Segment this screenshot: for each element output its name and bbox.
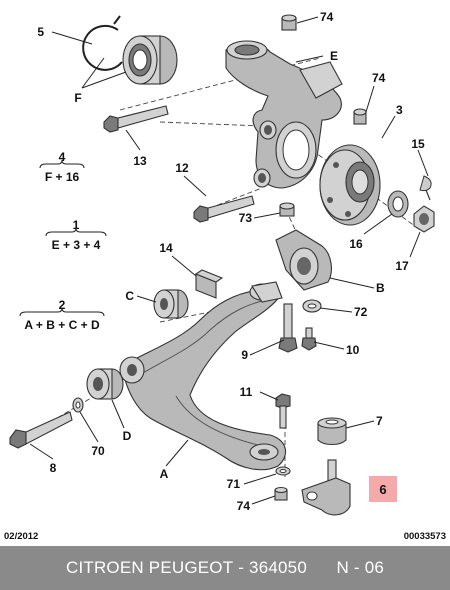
hub-nut-part [387,190,409,218]
exploded-parts-diagram: 5 F E 74 74 3 13 15 12 73 16 17 14 C B 7… [9,10,435,516]
axis-line [159,121,263,127]
group-formula: A + B + C + D [24,318,100,332]
group-2: 2 A + B + C + D [19,298,105,332]
label-10: 10 [346,343,360,357]
bolt-part [275,393,291,429]
front-bush-part [153,289,189,319]
label-D: D [123,429,132,443]
bolt-part [193,195,255,223]
leader-lines [29,16,429,505]
label-12: 12 [175,161,189,175]
group-formula: F + 16 [45,170,80,184]
footer-page: N - 06 [336,558,385,577]
steering-knuckle-part [225,40,343,189]
label-6: 6 [379,482,386,497]
label-71: 71 [227,477,241,491]
ball-joint-boot-part [317,417,347,446]
screw-part [301,327,317,351]
nut-part [279,202,295,217]
footer-bar: CITROEN PEUGEOT - 364050 N - 06 [0,546,450,590]
lower-wishbone-part [119,281,287,471]
label-7: 7 [376,414,383,428]
wishbone-bush-part [86,368,124,400]
label-15: 15 [411,137,425,151]
label-73: 73 [239,211,253,225]
label-8: 8 [50,461,57,475]
clip-part [194,269,224,299]
footer-brand: CITROEN PEUGEOT [65,558,234,577]
label-72: 72 [354,305,368,319]
group-4: 4 F + 16 [39,150,85,184]
footer-separator: - [233,558,250,577]
circlip-part [82,15,123,71]
label-70: 70 [91,444,105,458]
label-74-right: 74 [372,71,386,85]
label-5: 5 [37,25,44,39]
nut-part [274,486,288,501]
label-9: 9 [241,348,248,362]
washer-part [302,299,322,313]
castle-nut-part [413,205,435,233]
label-74-top: 74 [320,10,334,24]
document-code: 00033573 [403,531,446,542]
label-A: A [160,467,169,481]
label-F: F [74,91,81,105]
group-number: 2 [59,298,66,312]
group-1: 1 E + 3 + 4 [45,218,107,252]
rear-bush-part [275,229,332,291]
wheel-bearing-part [122,35,178,85]
date-stamp: 02/2012 [4,531,39,542]
nut-part [281,14,297,31]
label-74-bottom: 74 [237,499,251,513]
group-number: 4 [59,150,66,164]
washer-part [275,466,291,476]
footer-ref: 364050 [249,558,307,577]
bolt-part [103,105,169,133]
highlight-box [369,476,397,502]
nut-part [353,108,367,125]
label-E: E [330,49,338,63]
label-17: 17 [395,259,409,273]
label-13: 13 [133,154,147,168]
long-bolt-part [9,411,73,449]
label-11: 11 [240,385,253,399]
vertical-bolt-part [278,303,298,353]
label-B: B [376,281,385,295]
footer-gap [307,558,337,578]
group-formula: E + 3 + 4 [52,238,101,252]
ball-joint-part [301,459,351,516]
label-14: 14 [159,241,173,255]
label-C: C [125,289,134,303]
wheel-hub-part [319,144,381,226]
cotter-pin-part [419,175,432,201]
group-number: 1 [73,218,80,232]
label-16: 16 [349,237,363,251]
label-3: 3 [396,103,403,117]
washer-part [72,397,84,413]
